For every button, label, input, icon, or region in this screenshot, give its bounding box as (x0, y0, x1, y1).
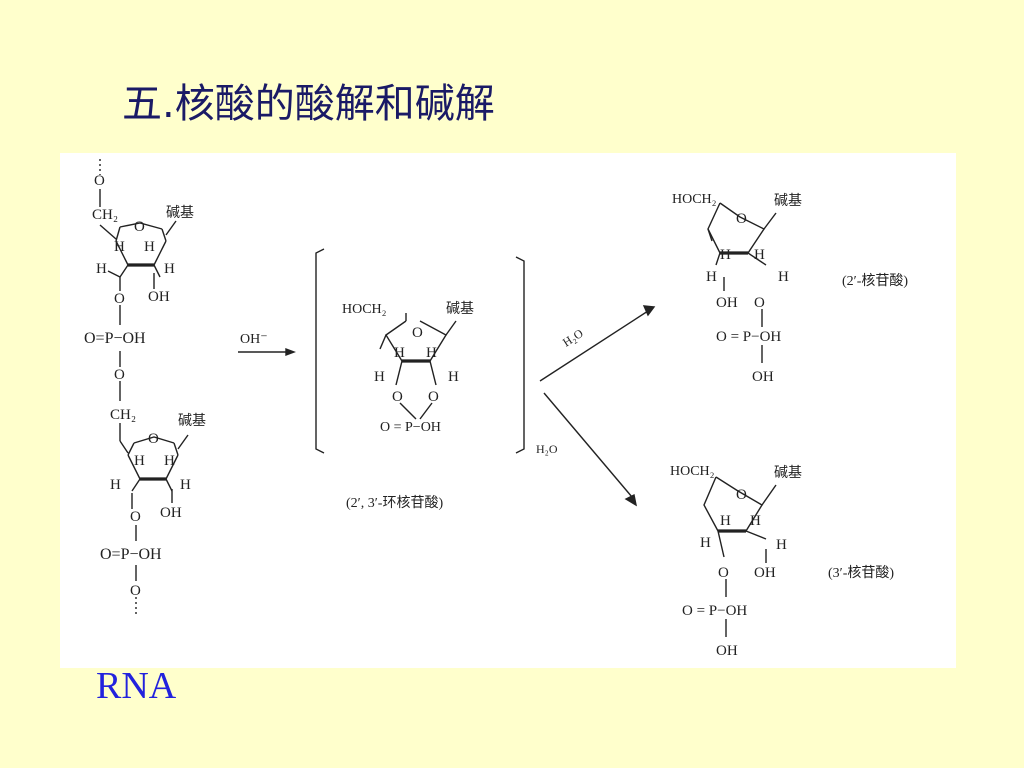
figure-caption: RNA (96, 665, 177, 707)
h-label: H (96, 261, 107, 277)
hoch2-label: HOCH₂ (670, 464, 715, 479)
ring-oxygen-label: O (736, 487, 747, 503)
oxygen-label: O (94, 173, 105, 189)
h-label: H (720, 513, 731, 529)
h-label: H (394, 345, 405, 361)
hydroxyl-label: OH (716, 295, 738, 311)
h-label: H (180, 477, 191, 493)
ch2-label: CH₂ (110, 407, 136, 423)
h-label: H (426, 345, 437, 361)
h-label: H (754, 247, 765, 263)
h-label: H (144, 239, 155, 255)
oxygen-label: O (130, 583, 141, 599)
oxygen-label: O (428, 389, 439, 405)
base-label: 碱基 (166, 204, 194, 221)
hydroxyl-label: OH (716, 643, 738, 659)
phosphate-label: O = P−OH (716, 329, 781, 345)
phosphate-label: O=P−OH (84, 330, 146, 347)
hoch2-label: HOCH₂ (342, 302, 387, 317)
h-label: H (164, 261, 175, 277)
ring-oxygen-label: O (148, 431, 159, 447)
h-label: H (750, 513, 761, 529)
ring-oxygen-label: O (412, 325, 423, 341)
reaction-diagram: O CH₂ O 碱基 H H H H OH O O=P−OH O CH₂ O 碱… (60, 153, 956, 668)
ring-oxygen-label: O (736, 211, 747, 227)
phosphate-label: O = P−OH (682, 603, 747, 619)
oxygen-label: O (114, 291, 125, 307)
oxygen-label: O (754, 295, 765, 311)
h-label: H (448, 369, 459, 385)
h-label: H (114, 239, 125, 255)
hydroxyl-label: OH (160, 505, 182, 521)
ch2-label: CH₂ (92, 207, 118, 223)
base-label: 碱基 (774, 464, 802, 481)
oxygen-label: O (114, 367, 125, 383)
h-label: H (706, 269, 717, 285)
phosphate-label: O=P−OH (100, 546, 162, 563)
hydroxyl-label: OH (754, 565, 776, 581)
oxygen-label: O (392, 389, 403, 405)
h-label: H (776, 537, 787, 553)
base-label: 碱基 (178, 412, 206, 429)
cyclic-phosphate-label: O = P−OH (380, 420, 441, 435)
h-label: H (134, 453, 145, 469)
oxygen-label: O (130, 509, 141, 525)
reaction-diagram-svg: O CH₂ O 碱基 H H H H OH O O=P−OH O CH₂ O 碱… (84, 159, 908, 659)
hoch2-label: HOCH₂ (672, 192, 717, 207)
water-reagent-label-top: H₂O (560, 326, 586, 350)
h-label: H (700, 535, 711, 551)
h-label: H (110, 477, 121, 493)
h-label: H (778, 269, 789, 285)
slide-title: 五.核酸的酸解和碱解 (122, 81, 495, 127)
product-2-nucleotide-label: (2′-核苷酸) (842, 273, 908, 289)
hydroxide-reagent-label: OH⁻ (240, 332, 268, 347)
hydroxyl-label: OH (752, 369, 774, 385)
base-label: 碱基 (446, 300, 474, 317)
product-3-nucleotide-label: (3′-核苷酸) (828, 565, 894, 581)
oxygen-label: O (718, 565, 729, 581)
h-label: H (720, 247, 731, 263)
water-reagent-label-bottom: H₂O (536, 442, 558, 456)
intermediate-product-label: (2′, 3′-环核苷酸) (346, 495, 443, 511)
ring-oxygen-label: O (134, 219, 145, 235)
h-label: H (374, 369, 385, 385)
base-label: 碱基 (774, 192, 802, 209)
h-label: H (164, 453, 175, 469)
hydroxyl-label: OH (148, 289, 170, 305)
